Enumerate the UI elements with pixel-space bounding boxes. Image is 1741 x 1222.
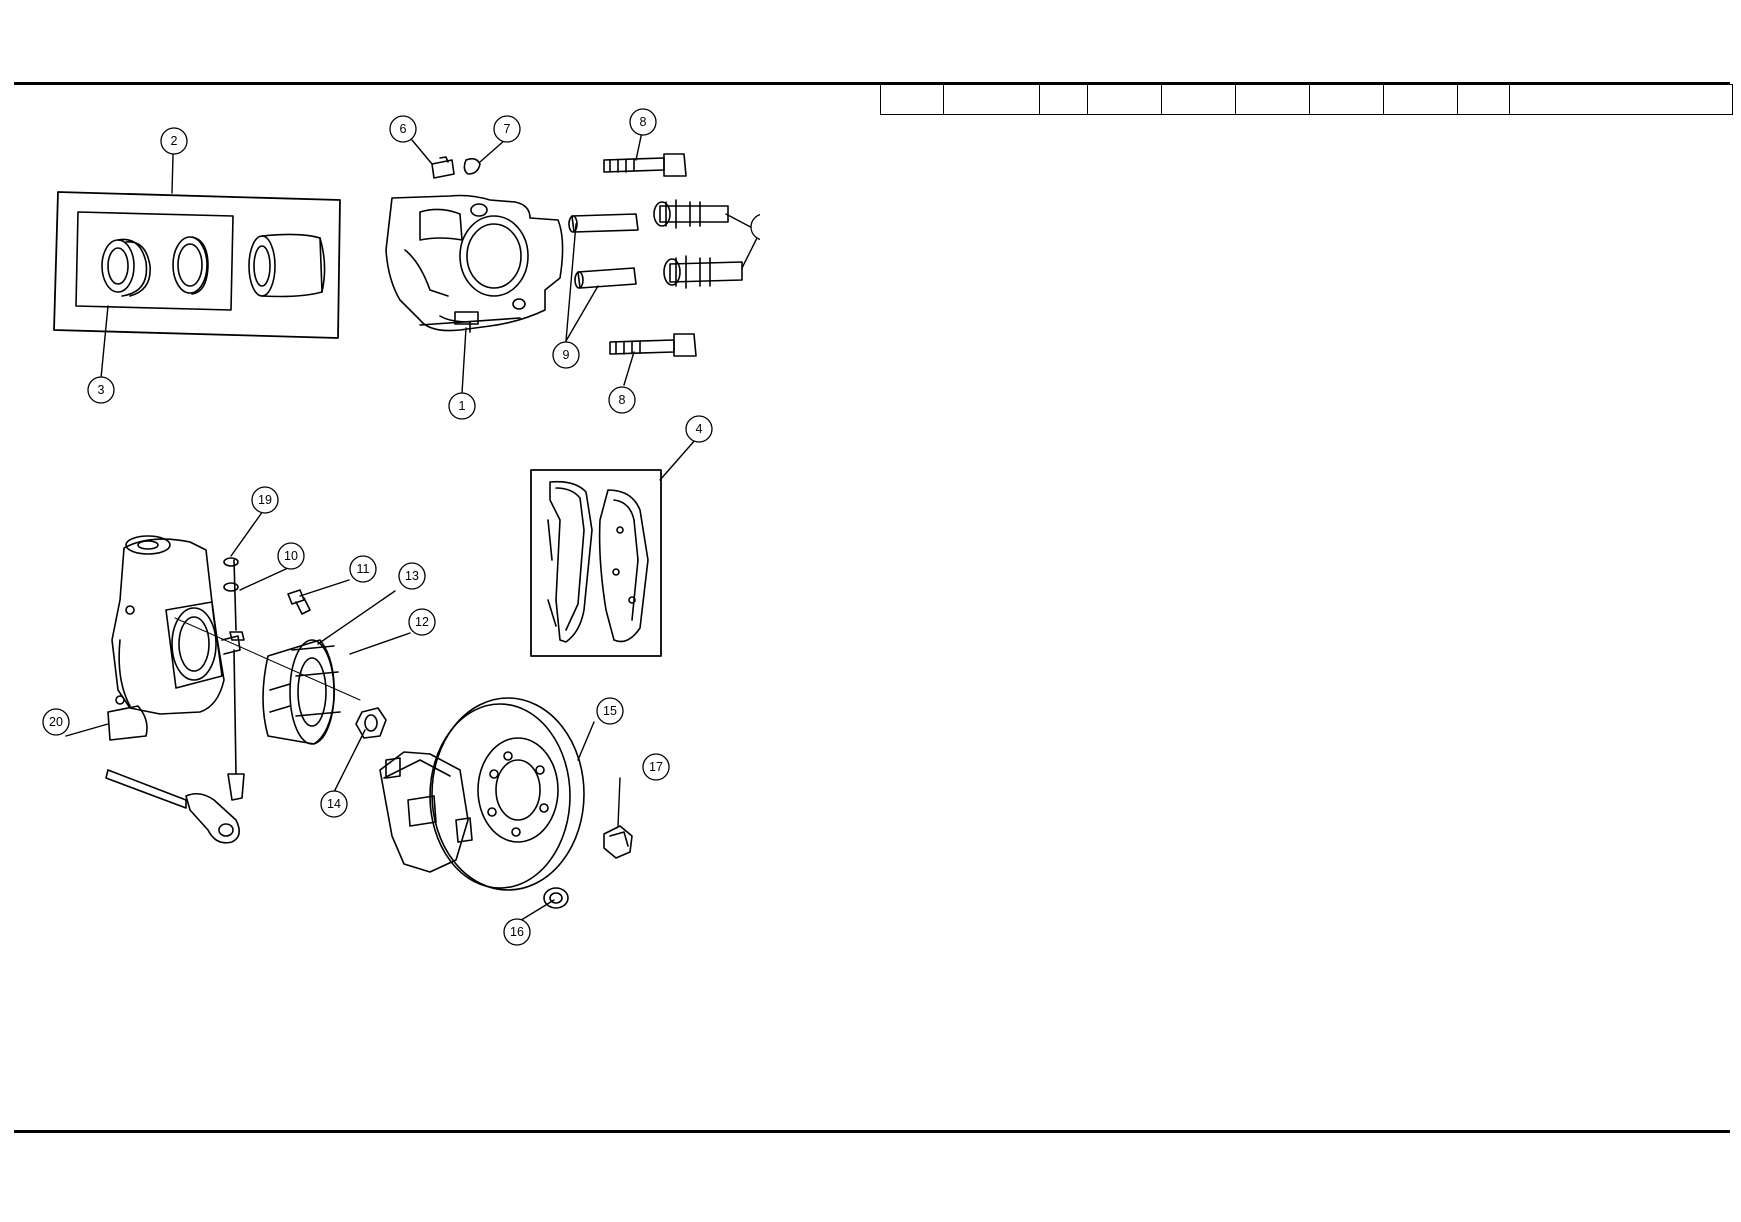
callout-12: 12 xyxy=(408,608,436,636)
callout-6: 6 xyxy=(389,115,417,143)
caliper-housing-illustration xyxy=(385,194,564,333)
steering-knuckle-illustration xyxy=(107,535,241,741)
tie-rod-end-illustration xyxy=(105,769,240,844)
bottom-rule xyxy=(14,1130,1730,1133)
seal-kit-illustration xyxy=(53,191,341,339)
brake-pads-illustration xyxy=(530,469,662,657)
lug-nut-illustration xyxy=(603,825,633,859)
callout-2: 2 xyxy=(160,127,188,155)
callout-20: 20 xyxy=(42,708,70,736)
header-cell xyxy=(943,84,1040,115)
callout-11: 11 xyxy=(349,555,377,583)
callout-1: 1 xyxy=(448,392,476,420)
svg-text:17: 17 xyxy=(649,760,663,774)
svg-text:4: 4 xyxy=(696,422,703,436)
bleeder-screw-illustration xyxy=(431,156,481,179)
ball-joint-illustration xyxy=(223,557,245,801)
hub-bearing-illustration xyxy=(174,617,361,745)
callout-14: 14 xyxy=(320,790,348,818)
callout-17: 17 xyxy=(642,753,670,781)
header-cell xyxy=(1457,84,1510,115)
hub-nut-illustration xyxy=(355,707,387,739)
brake-assembly-diagram: 2 3 1 6 7 8 8 5 9 4 19 10 11 13 12 20 14… xyxy=(42,108,760,946)
rotor-retainer-illustration xyxy=(543,887,569,909)
callout-8-bottom: 8 xyxy=(608,386,636,414)
svg-text:19: 19 xyxy=(258,493,272,507)
header-cell xyxy=(1235,84,1310,115)
svg-text:14: 14 xyxy=(327,797,341,811)
svg-text:2: 2 xyxy=(171,134,178,148)
svg-text:12: 12 xyxy=(415,615,429,629)
brake-rotor-illustration xyxy=(429,697,585,891)
svg-text:20: 20 xyxy=(49,715,63,729)
caliper-bolt-illustration xyxy=(603,153,687,177)
callout-19: 19 xyxy=(251,486,279,514)
svg-text:15: 15 xyxy=(603,704,617,718)
svg-text:11: 11 xyxy=(357,562,370,576)
caliper-bolt-illustration xyxy=(609,333,697,357)
callout-9: 9 xyxy=(552,341,580,369)
header-table-row xyxy=(880,84,1733,115)
svg-text:13: 13 xyxy=(405,569,419,583)
callout-5: 5 xyxy=(750,213,760,241)
svg-text:3: 3 xyxy=(98,383,105,397)
callout-13: 13 xyxy=(398,562,426,590)
svg-text:6: 6 xyxy=(400,122,407,136)
header-cell xyxy=(1161,84,1236,115)
header-cell xyxy=(1383,84,1458,115)
svg-text:9: 9 xyxy=(563,348,570,362)
guide-sleeve-illustration xyxy=(568,213,639,289)
callout-3: 3 xyxy=(87,376,115,404)
header-cell xyxy=(1039,84,1088,115)
header-table xyxy=(880,84,1733,115)
callout-16: 16 xyxy=(503,918,531,946)
header-cell xyxy=(1509,84,1733,115)
svg-text:8: 8 xyxy=(619,393,626,407)
header-cell xyxy=(880,84,944,115)
callout-4: 4 xyxy=(685,415,713,443)
svg-text:8: 8 xyxy=(640,115,647,129)
caliper-assembly-illustration xyxy=(379,751,473,873)
top-rule xyxy=(14,82,1730,85)
callout-15: 15 xyxy=(596,697,624,725)
guide-bushing-illustration xyxy=(653,199,743,289)
header-cell xyxy=(1309,84,1384,115)
svg-text:1: 1 xyxy=(459,399,466,413)
svg-text:7: 7 xyxy=(504,122,511,136)
svg-text:16: 16 xyxy=(510,925,524,939)
callout-7: 7 xyxy=(493,115,521,143)
callout-10: 10 xyxy=(277,542,305,570)
header-cell xyxy=(1087,84,1162,115)
leader-lines xyxy=(65,126,760,923)
svg-text:10: 10 xyxy=(284,549,298,563)
callout-8-top: 8 xyxy=(629,108,657,136)
shield-bolt-illustration xyxy=(287,589,311,615)
